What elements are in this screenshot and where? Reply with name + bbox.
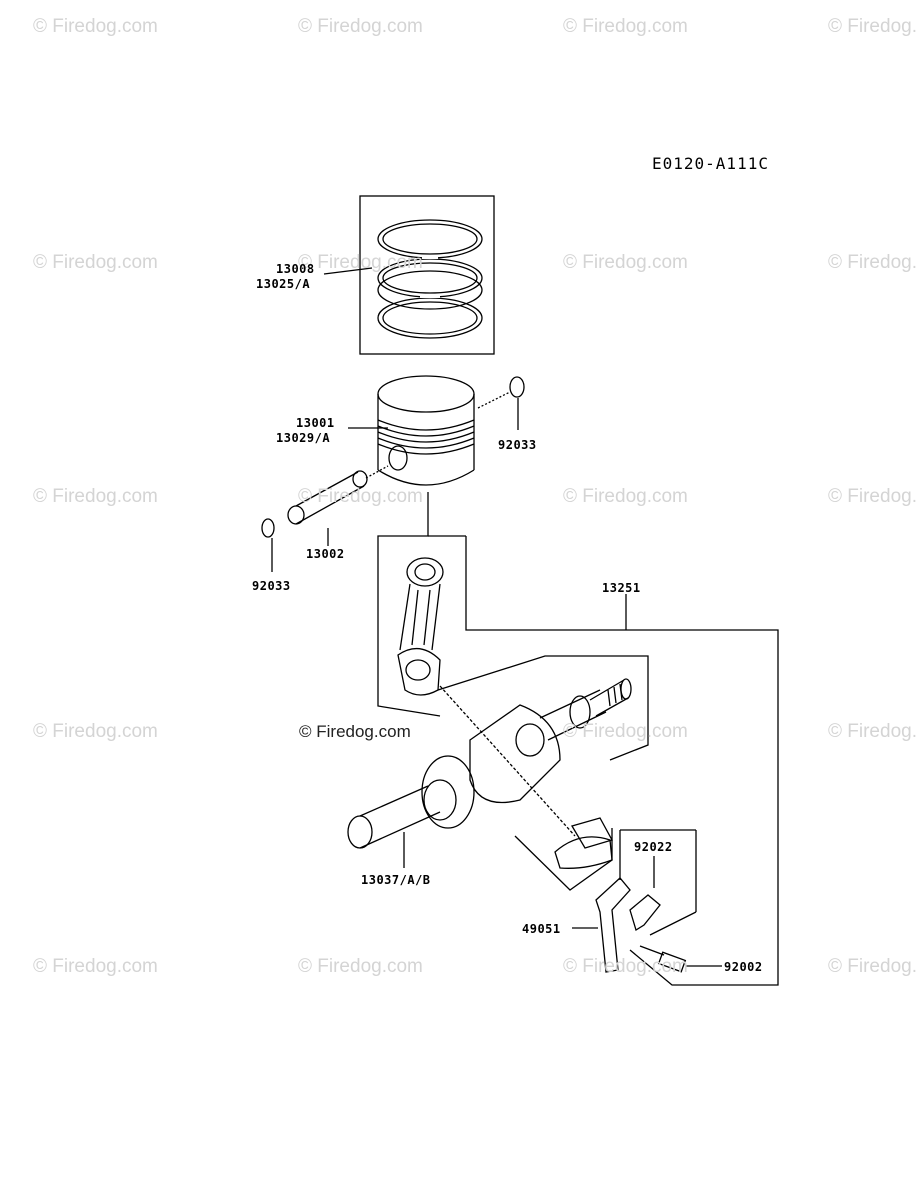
watermark: © Firedog.com (298, 486, 423, 507)
conrod-drawing (397, 557, 444, 696)
rod-cap-drawing (514, 817, 613, 891)
piston-rings-drawing (377, 219, 483, 339)
part-label-92033-right[interactable]: 92033 (498, 438, 537, 452)
watermark: © Firedog.com (33, 486, 158, 507)
part-label-13025a[interactable]: 13025/A (256, 277, 311, 291)
part-label-13001[interactable]: 13001 (296, 416, 335, 430)
part-label-92022[interactable]: 92022 (634, 840, 673, 854)
watermark: © Firedog.com (563, 956, 688, 977)
watermark: © Firedog.com (828, 252, 917, 273)
crankshaft-box (437, 655, 649, 761)
watermark: © Firedog.com (33, 956, 158, 977)
watermark: © Firedog.com (33, 16, 158, 37)
watermark: © Firedog.com (563, 486, 688, 507)
part-label-13029a[interactable]: 13029/A (276, 431, 331, 445)
watermark: © Firedog.com (298, 16, 423, 37)
part-label-13037ab[interactable]: 13037/A/B (361, 873, 431, 887)
diagram-code: E0120-A111C (652, 154, 769, 173)
watermark: © Firedog.com (563, 721, 688, 742)
piston-ring-box (359, 195, 495, 355)
bolt-drawing (639, 945, 687, 973)
part-label-92033-left[interactable]: 92033 (252, 579, 291, 593)
watermark: © Firedog.com (563, 252, 688, 273)
watermark: © Firedog.com (33, 721, 158, 742)
crankshaft-drawing (347, 678, 632, 849)
watermark: © Firedog.com (828, 486, 917, 507)
watermark: © Firedog.com (298, 252, 423, 273)
part-label-13002[interactable]: 13002 (306, 547, 345, 561)
part-label-49051[interactable]: 49051 (522, 922, 561, 936)
oil-dipper-drawing (595, 829, 697, 973)
watermark: © Firedog.com (563, 16, 688, 37)
part-label-13008[interactable]: 13008 (276, 262, 315, 276)
circlip-right-drawing (509, 376, 525, 398)
piston-drawing (377, 375, 475, 486)
piston-pin-drawing (287, 465, 389, 525)
center-watermark: © Firedog.com (299, 722, 411, 741)
watermark: © Firedog.com (33, 252, 158, 273)
conrod-outline (377, 492, 441, 717)
watermark: © Firedog.com (828, 956, 917, 977)
circlip-left-drawing (261, 518, 275, 538)
watermark: © Firedog.com (828, 16, 917, 37)
part-label-13251[interactable]: 13251 (602, 581, 641, 595)
watermark: © Firedog.com (298, 956, 423, 977)
watermark: © Firedog.com (828, 721, 917, 742)
part-label-92002[interactable]: 92002 (724, 960, 763, 974)
